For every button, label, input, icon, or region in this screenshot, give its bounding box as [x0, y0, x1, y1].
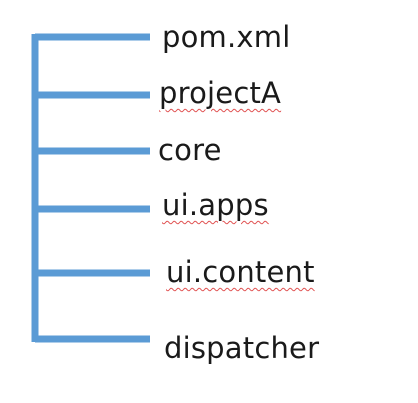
- tree-item-ui-apps: ui.apps: [162, 188, 269, 222]
- tree-item-dispatcher: dispatcher: [164, 331, 320, 365]
- tree-item-core: core: [158, 133, 222, 167]
- tree-item-ui-content: ui.content: [166, 255, 315, 289]
- tree-item-pom-xml: pom.xml: [162, 20, 291, 54]
- tree-item-projecta: projectA: [159, 76, 282, 110]
